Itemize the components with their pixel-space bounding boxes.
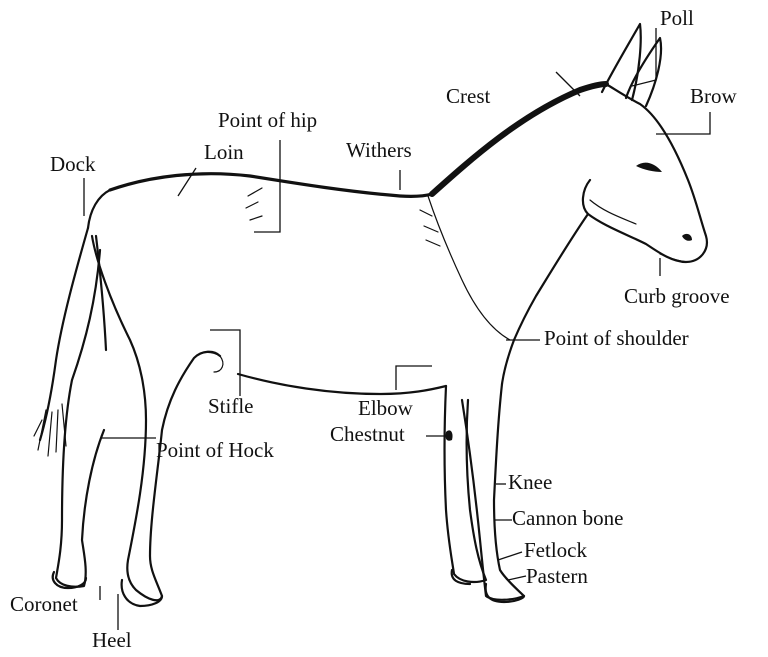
shoulder-line (428, 196, 510, 340)
leader-pastern (508, 576, 526, 580)
leader-loin (178, 168, 196, 196)
label-loin: Loin (204, 142, 244, 163)
chest (502, 340, 514, 384)
label-heel: Heel (92, 630, 132, 651)
withers-hatching (420, 210, 440, 246)
neck-underside (514, 214, 588, 340)
label-withers: Withers (346, 140, 412, 161)
label-curb-groove: Curb groove (624, 286, 730, 307)
leader-fetlock (498, 552, 522, 560)
label-crest: Crest (446, 86, 490, 107)
label-point-of-hip: Point of hip (218, 110, 317, 131)
hind-leg-near (92, 236, 220, 600)
label-stifle: Stifle (208, 396, 254, 417)
label-pastern: Pastern (526, 566, 588, 587)
tail-tuft (34, 404, 66, 456)
tail-inner (96, 236, 106, 350)
leader-point-of-hip (254, 140, 280, 232)
label-coronet: Coronet (10, 594, 78, 615)
label-fetlock: Fetlock (524, 540, 587, 561)
nostril (682, 234, 692, 241)
eye (636, 163, 662, 172)
leader-stifle (210, 330, 240, 396)
leader-elbow (396, 366, 432, 390)
belly (238, 374, 446, 394)
ear-left (602, 24, 641, 100)
tail (40, 228, 88, 440)
label-brow: Brow (690, 86, 737, 107)
label-dock: Dock (50, 154, 96, 175)
rump (88, 190, 110, 228)
stifle-curve (194, 352, 223, 372)
label-knee: Knee (508, 472, 552, 493)
label-elbow: Elbow (358, 398, 413, 419)
back-line (110, 174, 432, 197)
hip-hatching (246, 188, 262, 220)
label-chestnut: Chestnut (330, 424, 405, 445)
hind-hoof-near (122, 580, 162, 606)
label-cannon-bone: Cannon bone (512, 508, 623, 529)
label-poll: Poll (660, 8, 694, 29)
chestnut-mark (445, 430, 452, 440)
label-point-of-shoulder: Point of shoulder (544, 328, 689, 349)
label-point-of-hock: Point of Hock (156, 440, 274, 461)
